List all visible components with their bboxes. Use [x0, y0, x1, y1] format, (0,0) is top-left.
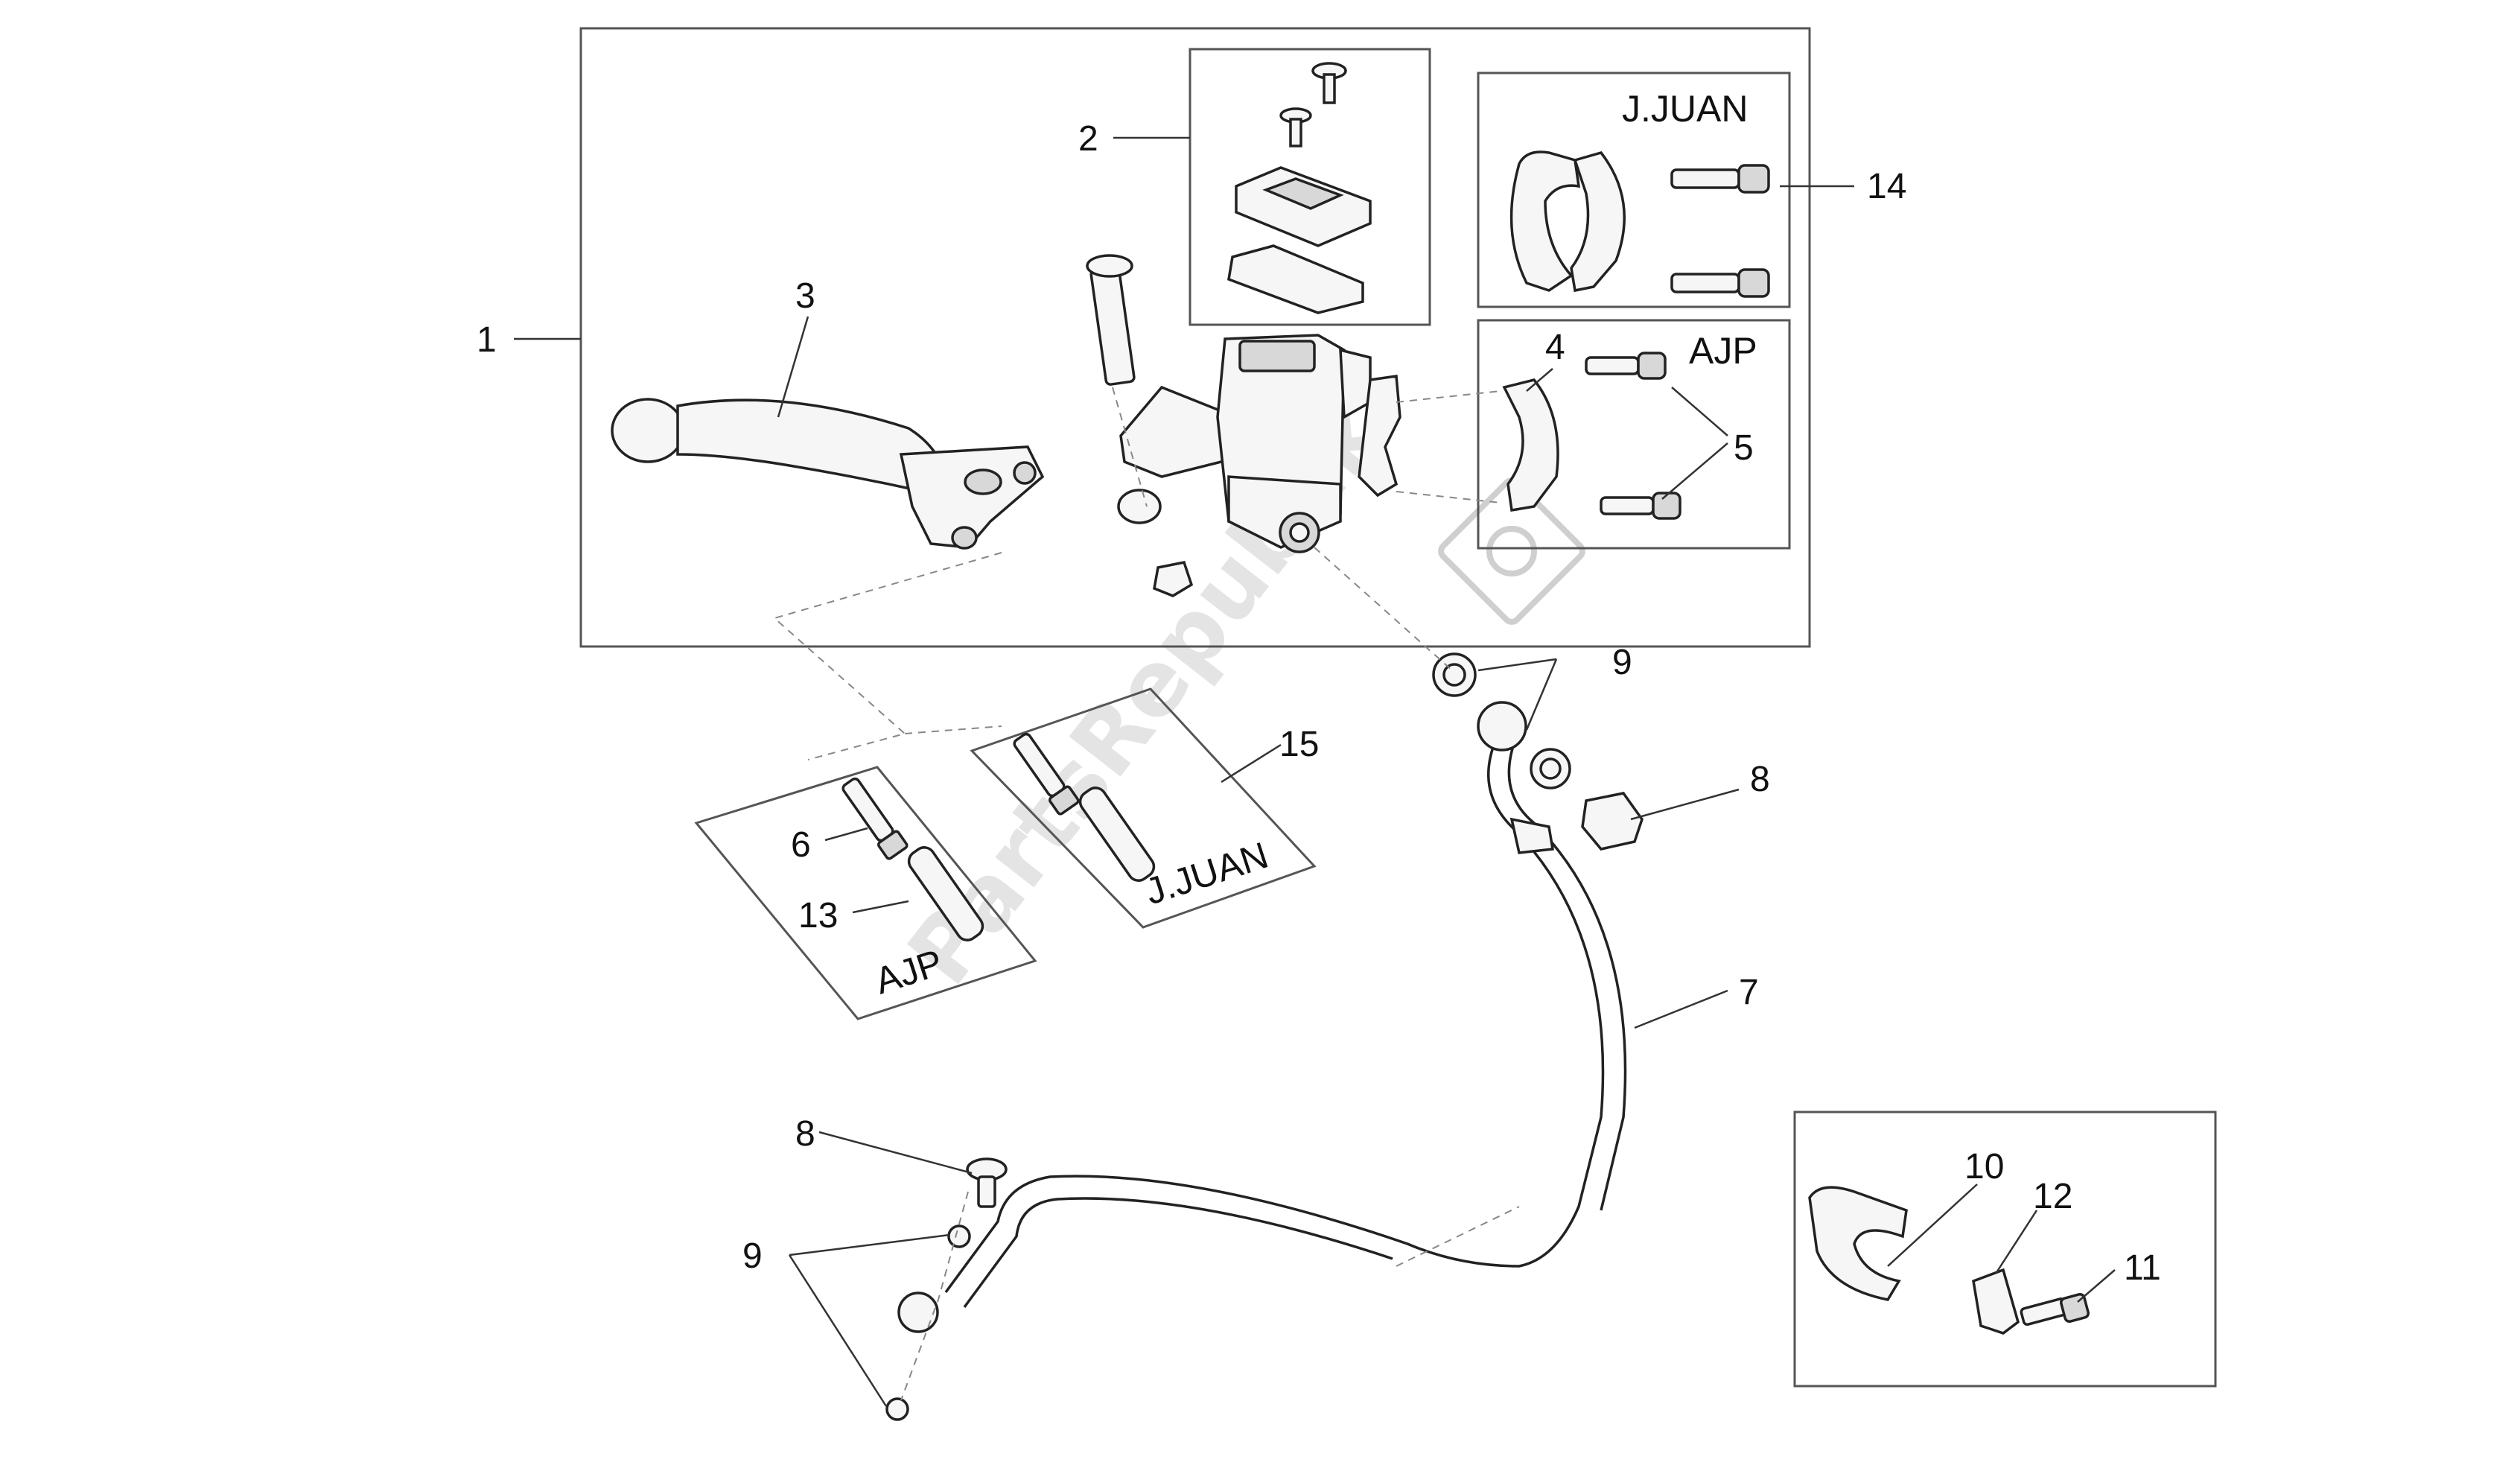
callout-8-lower: 8 — [795, 1114, 815, 1154]
ajp-pin-box — [694, 766, 1037, 1020]
callout-1: 1 — [477, 320, 497, 360]
assembly-line-body-clamp1 — [1396, 390, 1501, 403]
callout-3: 3 — [795, 276, 815, 316]
hose-clip-hardware-box — [1793, 1111, 2217, 1388]
callout-9-lower: 9 — [742, 1236, 763, 1276]
callout-2: 2 — [1078, 119, 1098, 159]
jjuan-clamp — [1509, 150, 1770, 298]
callout-11: 11 — [2124, 1248, 2161, 1288]
callout-9-upper: 9 — [1612, 643, 1632, 682]
assembly-line-hose-bottom — [1396, 1206, 1520, 1267]
assembly-line-bolt — [1112, 387, 1148, 507]
callout-10: 10 — [1964, 1147, 2004, 1186]
callout-6: 6 — [791, 825, 811, 865]
reservoir-cap-box — [1189, 48, 1431, 326]
callout-4: 4 — [1545, 328, 1565, 367]
brake-hose — [944, 729, 1627, 1309]
assembly-line-lever-pins — [772, 552, 1002, 760]
master-cylinder-assembly-frame — [579, 27, 1811, 648]
callout-14: 14 — [1867, 167, 1906, 206]
leader-lines — [514, 136, 2116, 1407]
assembly-line-pins — [904, 725, 1002, 734]
callout-8-upper: 8 — [1750, 760, 1770, 799]
banjo-fittings-top — [1432, 652, 1644, 854]
callout-13: 13 — [798, 896, 838, 935]
label-jjuan-clamp: J.JUAN — [1622, 88, 1748, 130]
ajp-clamp — [1502, 352, 1681, 520]
assembly-line-body-clamp2 — [1396, 491, 1501, 503]
brake-lever — [611, 398, 1045, 550]
label-jjuan-pin: J.JUAN — [1140, 834, 1273, 913]
label-ajp-clamp: AJP — [1689, 330, 1757, 372]
reservoir-cap — [1227, 62, 1372, 314]
master-cylinder-body — [1086, 254, 1401, 597]
watermark-gear-icon — [1438, 477, 1585, 625]
assembly-line-washers — [900, 1191, 969, 1401]
jjuan-clamp-box — [1477, 72, 1791, 308]
lever-pins — [841, 732, 1156, 941]
callout-7: 7 — [1739, 973, 1759, 1012]
jjuan-pin-box — [970, 687, 1317, 929]
callout-15: 15 — [1279, 725, 1319, 764]
assembly-line-hose-top — [1314, 547, 1453, 671]
callout-12: 12 — [2033, 1177, 2072, 1216]
banjo-fittings-bottom — [885, 1157, 1008, 1421]
ajp-clamp-box — [1477, 319, 1791, 550]
hose-clip-hardware — [1808, 1186, 2090, 1335]
callout-5: 5 — [1734, 428, 1754, 468]
